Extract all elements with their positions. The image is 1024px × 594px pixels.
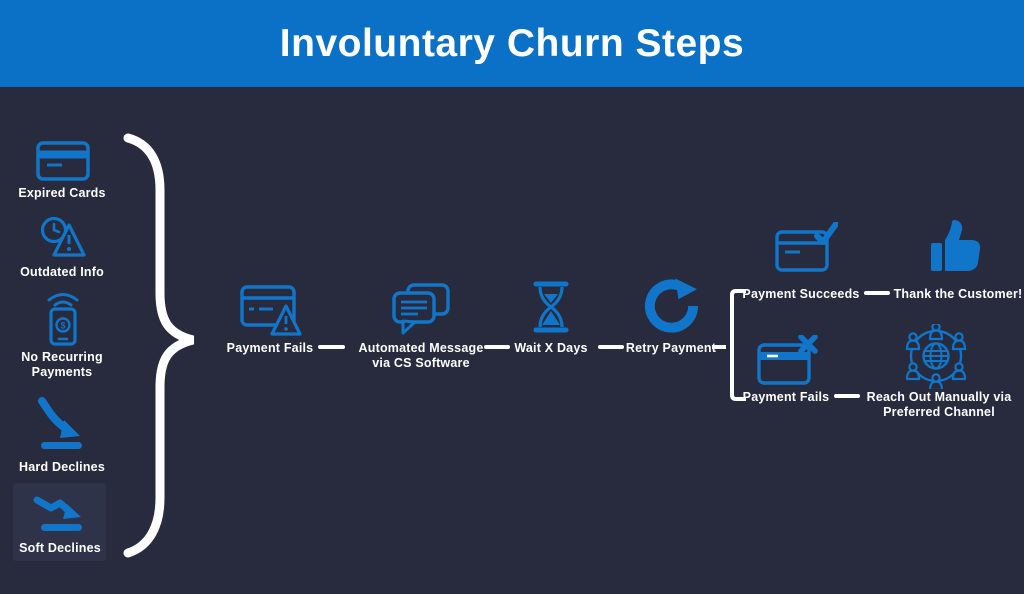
flow-label-automated-message: Automated Message via CS Software [358,341,484,370]
cause-label-expired-cards: Expired Cards [18,186,106,200]
clock-warning-icon [38,216,88,260]
connector-dash [598,345,624,349]
retry-arrow-icon [643,277,700,335]
outcome-label-thank-customer: Thank the Customer! [893,287,1023,301]
outcome-label-reach-out-manually: Reach Out Manually via Preferred Channel [866,390,1012,419]
branch-bracket [710,287,756,405]
cause-label-soft-declines: Soft Declines [19,541,101,555]
thumbs-up-icon [929,219,981,273]
connector-dash [864,291,890,295]
flow-label-payment-fails: Payment Fails [226,341,314,355]
cause-label-no-recurring-payments: No Recurring Payments [21,350,103,379]
phone-payment-icon: $ [40,288,86,346]
card-check-icon [775,222,838,272]
curly-brace [112,130,204,564]
svg-text:$: $ [60,321,65,331]
soft-declines-highlight-panel [13,483,106,561]
cause-label-outdated-info: Outdated Info [20,265,104,279]
gradual-decline-arrow-icon [32,492,88,536]
connector-dash [484,345,510,349]
cause-label-hard-declines: Hard Declines [19,460,105,474]
header-bar: Involuntary Churn Steps [0,0,1024,87]
network-people-icon [902,324,970,389]
flow-label-retry-payment: Retry Payment [625,341,717,355]
connector-dash [834,394,860,398]
page-title: Involuntary Churn Steps [279,21,745,65]
outcome-label-payment-fails: Payment Fails [742,390,830,404]
flow-label-wait-x-days: Wait X Days [514,341,588,355]
steep-decline-arrow-icon [34,396,88,452]
credit-card-icon [36,141,90,181]
card-x-icon [757,335,819,385]
connector-dash [318,345,345,349]
chat-bubbles-icon [391,282,451,336]
outcome-label-payment-succeeds: Payment Succeeds [742,287,860,301]
hourglass-icon [533,281,569,333]
card-warning-icon [240,285,304,337]
